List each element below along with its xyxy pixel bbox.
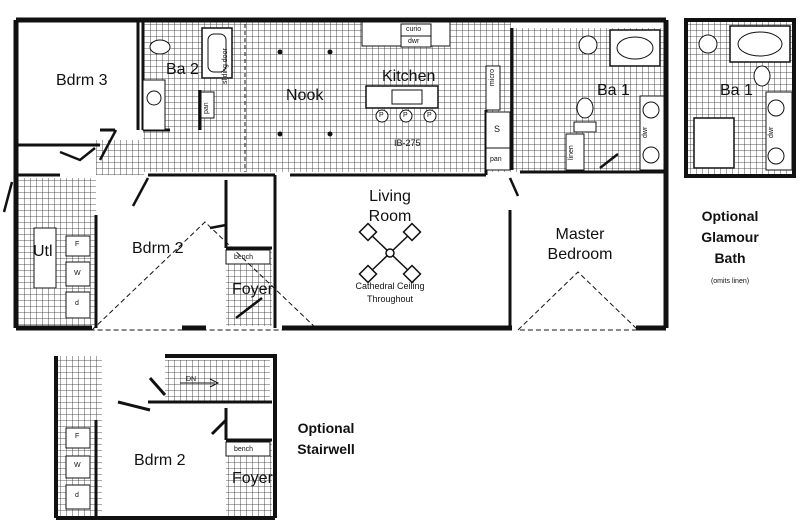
nook-dots [277,49,333,137]
island-model-label: IB-275 [394,138,421,148]
sliding-door-label: sliding door [222,48,229,84]
stairwell-caption-1: Optional [297,420,355,436]
glamour-sink-1 [767,99,785,117]
door-bdrm2 [131,177,150,207]
island-sink [391,89,423,105]
door-exterior-utility [2,181,14,213]
stairwell-plan [54,354,277,520]
glamour-shower [693,117,735,169]
room-label-ba1: Ba 1 [597,82,630,99]
room-label-master-2: Bedroom [547,246,613,263]
ba2-tub-basin [207,33,227,73]
range-and-micro [485,65,501,111]
glamour-dwr-label: dwr [768,126,775,138]
glamour-bath-plan [684,18,796,178]
door-bdrm3 [98,129,118,161]
room-label-master-1: Master [555,226,605,243]
ba2-linen [200,91,215,119]
ceiling-note-1: Cathedral Ceiling [355,281,425,291]
stool-label-2: P [403,112,408,119]
dryer [65,291,91,319]
tile-hall [96,140,144,175]
stairwell-bench-label: bench [234,446,254,453]
stool-1 [375,109,389,123]
glamour-caption-3: Bath [714,250,746,266]
master-sink-2 [642,146,660,164]
tile-kitchen-nook [143,22,511,172]
master-sink-1 [642,101,660,119]
room-label-bdrm2: Bdrm 2 [132,240,184,257]
washer [65,261,91,287]
door-master [508,177,520,197]
stairwell-dn-label: DN [186,376,197,383]
room-label-living-2: Room [368,208,412,225]
pantry-label: pan [490,156,502,163]
utility-cabinet [33,227,57,289]
master-linen [565,133,585,171]
cathedral-master [516,271,640,331]
glamour-caption-1: Optional [701,208,759,224]
door-front [235,297,263,319]
master-bench [573,121,597,133]
door-utility-double [59,147,96,162]
master-tub-basin [616,36,654,60]
stool-label-3: P [427,112,432,119]
stool-3 [423,109,437,123]
stairwell-washer-label: W [74,462,81,469]
room-label-foyer: Foyer [232,281,273,298]
freezer [65,235,91,257]
ba2-sink [146,90,162,106]
glamour-room-label: Ba 1 [720,82,753,99]
cathedral-bdrm2 [90,221,320,331]
ba2-pan-label: pan [203,102,210,114]
glamour-caption-2: Glamour [701,229,759,245]
room-label-kitchen: Kitchen [382,68,436,85]
curio-label: curio [406,26,422,33]
dwr-label: dwr [408,38,420,45]
glamour-subcaption: (omits linen) [710,278,750,285]
dryer-label: d [75,300,79,307]
room-label-living-1: Living [369,188,411,205]
stairwell-caption-2: Stairwell [297,441,355,457]
room-label-nook: Nook [286,87,324,104]
door-master-bath [599,153,619,169]
glamour-sink-2 [767,147,785,165]
master-toilet [576,97,594,119]
stairwell-dryer-label: d [75,492,79,499]
room-label-bdrm3: Bdrm 3 [56,72,108,89]
room-label-utl: Utl [33,243,53,260]
room-label-ba2: Ba 2 [166,61,199,78]
main-plan [2,17,669,331]
sink-label: S [494,124,501,134]
dishwasher [400,35,432,48]
glamour-tub-basin [737,31,783,57]
ceiling-note-2: Throughout [366,294,414,304]
stool-label-1: P [379,112,384,119]
door-closet [209,223,227,230]
stairwell-foyer-label: Foyer [232,470,273,487]
stairwell-freezer-label: F [75,433,80,440]
glamour-wh [698,34,718,54]
pantry [485,147,511,171]
foyer-bench [225,249,271,265]
stool-2 [399,109,413,123]
freezer-label: F [75,241,80,248]
bench-label: bench [234,254,254,261]
master-wh [578,35,598,55]
micro-label: micro [489,68,497,87]
stairwell-bdrm2-label: Bdrm 2 [134,452,186,469]
glamour-toilet [753,65,771,87]
master-dwr-label: dwr [642,126,649,138]
ceiling-fan-icon [358,222,422,284]
washer-label: W [74,270,81,277]
ba2-toilet [149,39,171,55]
linen-label: linen [568,145,575,160]
